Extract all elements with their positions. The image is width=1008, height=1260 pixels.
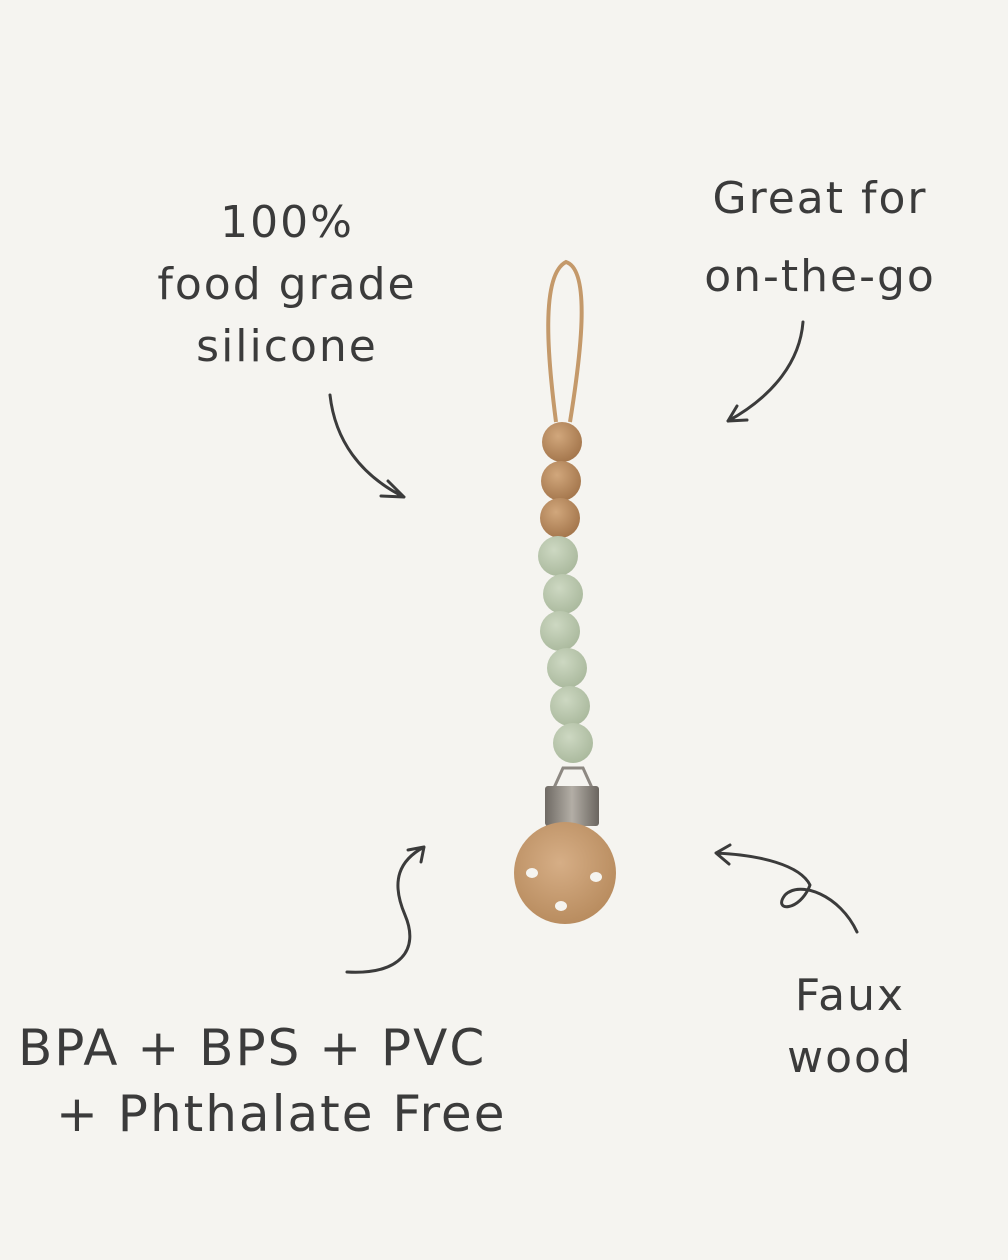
cord-loop xyxy=(546,259,584,423)
callout-line: 100% xyxy=(220,197,354,248)
arrow-icon xyxy=(328,393,406,499)
metal-clip xyxy=(545,766,599,826)
callout-line: silicone xyxy=(196,321,378,372)
callout-on-the-go: Great for on-the-go xyxy=(660,160,980,316)
silicone-beads xyxy=(538,536,593,763)
callout-silicone: 100% food grade silicone xyxy=(137,192,437,378)
callout-line: + Phthalate Free xyxy=(56,1085,507,1143)
callout-line: BPA + BPS + PVC xyxy=(18,1019,487,1077)
arrow-icon xyxy=(726,320,805,423)
arrow-icon xyxy=(714,843,859,934)
callout-free-from: BPA + BPS + PVC + Phthalate Free xyxy=(18,1015,506,1147)
wood-clip-disc xyxy=(514,822,616,924)
wood-beads xyxy=(540,422,582,538)
callout-line: Faux xyxy=(794,970,906,1021)
callout-line: on-the-go xyxy=(704,251,936,302)
callout-faux-wood: Faux wood xyxy=(760,965,940,1089)
callout-line: Great for xyxy=(712,173,928,224)
arrow-icon xyxy=(345,845,426,974)
callout-line: food grade xyxy=(157,259,417,310)
callout-line: wood xyxy=(787,1032,913,1083)
